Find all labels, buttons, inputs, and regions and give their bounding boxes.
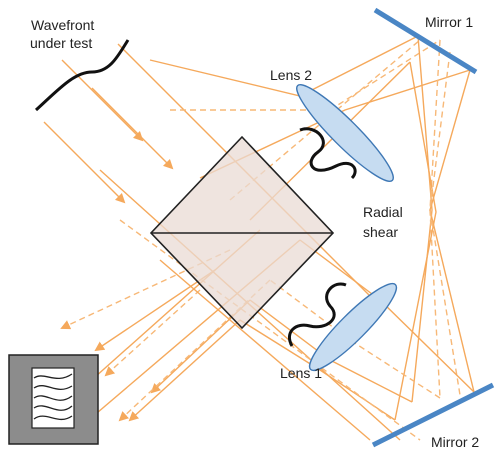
ray-solid	[43, 121, 126, 204]
label-lens-2: Lens 2	[270, 67, 312, 83]
label-mirror-1: Mirror 1	[425, 14, 473, 30]
label-lens-1: Lens 1	[280, 365, 322, 381]
ray-solid	[394, 61, 437, 421]
fringe-line	[33, 385, 73, 391]
label-mirror-2: Mirror 2	[431, 434, 479, 450]
mirror-1	[373, 7, 478, 75]
label-radial-shear-line-2: shear	[363, 224, 398, 240]
wavefront-after-lens-2	[299, 127, 357, 180]
ray-dashed	[119, 219, 421, 441]
fringe-line	[33, 395, 73, 401]
ray-dashed	[104, 289, 201, 377]
ray-solid	[159, 259, 371, 441]
ray-solid	[61, 59, 144, 142]
lens-1-body	[308, 282, 398, 372]
ray-dashed	[269, 279, 441, 399]
label-wavefront-under-test-line-1: Wavefront	[31, 17, 94, 33]
fringe-line	[33, 415, 73, 421]
ray-solid	[128, 319, 241, 422]
wavefront-under-test	[34, 39, 130, 112]
ray-solid	[299, 239, 475, 393]
ray-dashed	[429, 51, 461, 396]
detector-fringe-pattern-icon	[8, 354, 99, 445]
label-wavefront-under-test-line-2: under test	[30, 35, 92, 51]
mirror-2	[371, 382, 495, 448]
ray-solid	[149, 35, 419, 97]
ray-solid	[429, 69, 475, 393]
lens-2-body	[296, 84, 394, 182]
lens-1	[308, 282, 398, 372]
ray-solid	[94, 269, 216, 352]
wavefront-after-lens-1	[287, 282, 347, 347]
beam-splitter-cube	[149, 135, 335, 330]
label-radial-shear-line-1: Radial	[363, 204, 403, 220]
fringe-line	[33, 373, 73, 379]
lens-2	[296, 84, 394, 182]
fringe-line	[33, 405, 73, 411]
ray-solid	[91, 87, 174, 170]
